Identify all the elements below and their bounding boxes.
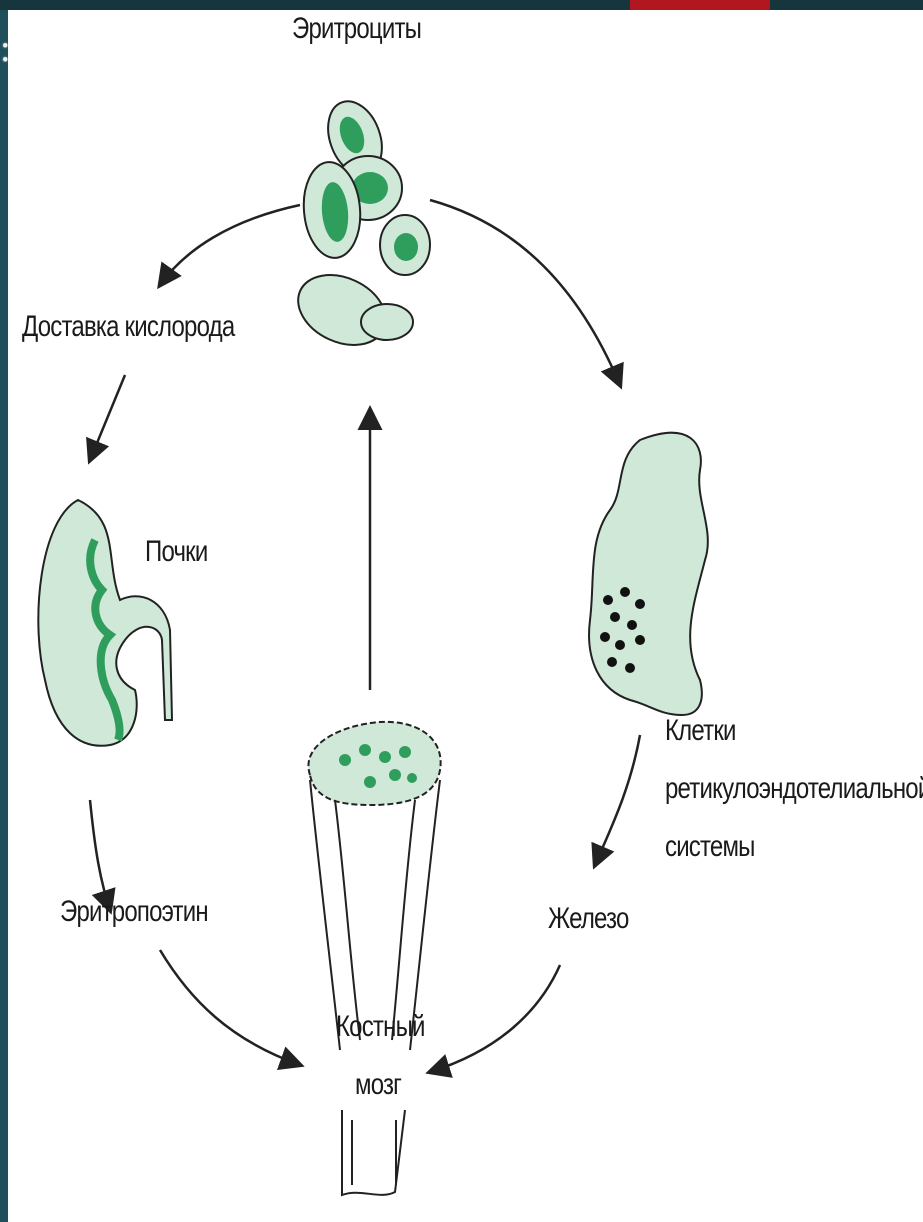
label-res-cells-line3: системы (665, 830, 755, 863)
label-res-cells-line2: ретикулоэндотелиальной (665, 772, 923, 805)
label-oxygen-delivery: Доставка кислорода (22, 310, 234, 343)
res-cell-shape (589, 433, 708, 715)
label-bone-marrow-line2: мозг (355, 1068, 401, 1101)
ghost-text-fragment: : (0, 30, 11, 68)
bone-shape (308, 722, 440, 1195)
label-iron: Железо (548, 902, 629, 935)
label-erythropoietin: Эритропоэтин (60, 895, 208, 928)
erythrocytes-cluster (287, 94, 430, 359)
label-res-cells-line1: Клетки (665, 714, 736, 747)
label-kidneys: Почки (145, 535, 207, 568)
label-bone-marrow-line1: Костный (336, 1010, 425, 1043)
label-erythrocytes: Эритроциты (292, 12, 421, 45)
